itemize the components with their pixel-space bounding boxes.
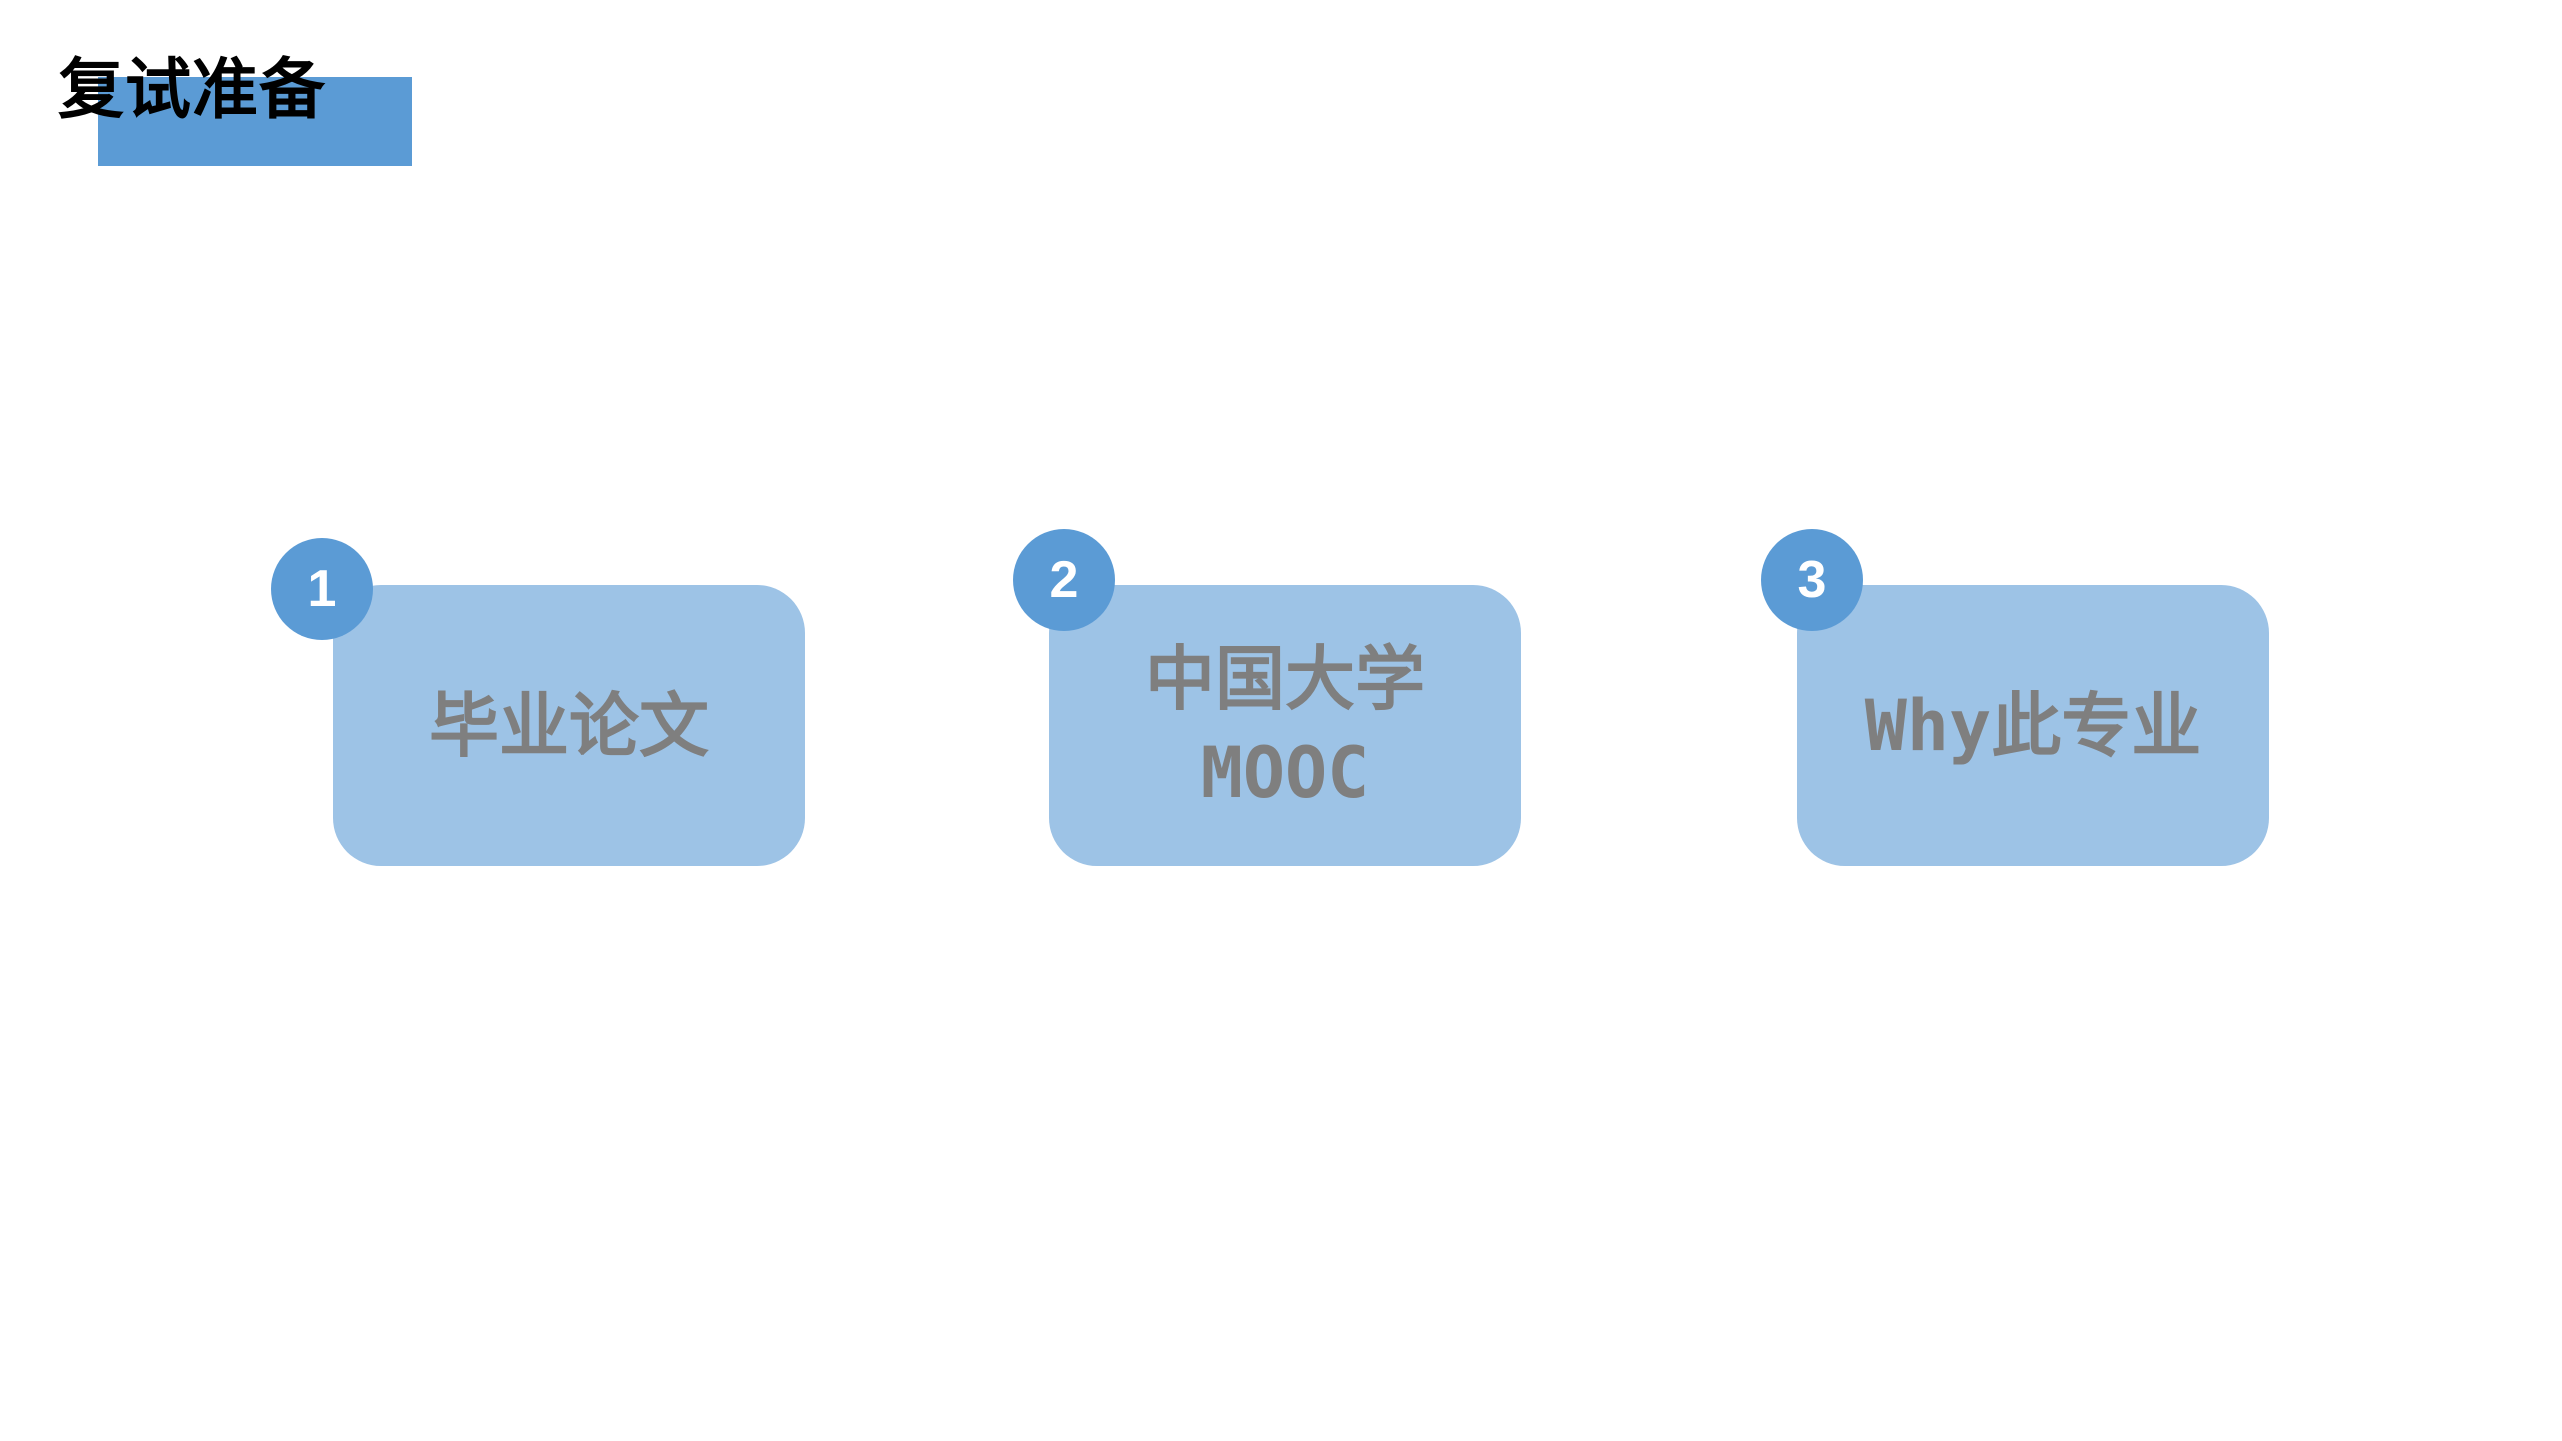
page-title: 复试准备	[58, 51, 326, 128]
title-accent-bar	[98, 77, 412, 166]
number-badge: 2	[1013, 529, 1115, 631]
card-label-line: Why此专业	[1864, 684, 2202, 767]
card-why-this-major: Why此专业	[1797, 585, 2269, 866]
card-label-line: 毕业论文	[429, 684, 709, 767]
card-label-line: 中国大学	[1145, 637, 1425, 720]
card-label: 毕业论文	[429, 679, 709, 773]
card-graduation-thesis: 毕业论文	[333, 585, 805, 866]
number-badge: 1	[271, 538, 373, 640]
card-china-university-mooc: 中国大学 MOOC	[1049, 585, 1521, 866]
card-label: 中国大学 MOOC	[1145, 632, 1425, 820]
card-label: Why此专业	[1865, 679, 2201, 773]
number-badge: 3	[1761, 529, 1863, 631]
card-label-line: MOOC	[1200, 731, 1370, 814]
